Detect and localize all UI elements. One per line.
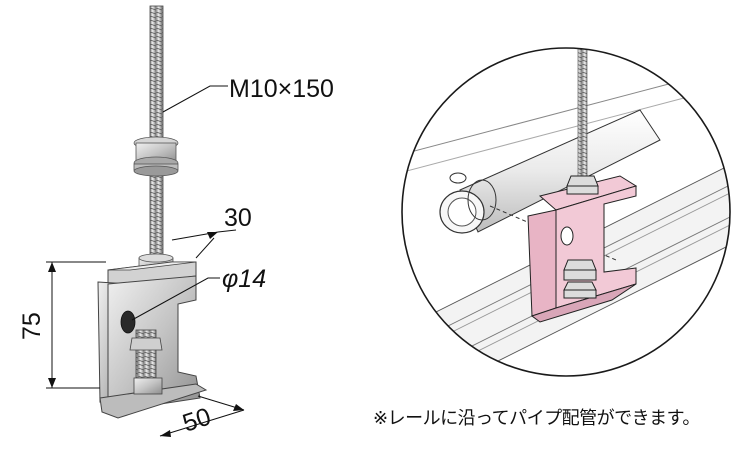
detail-view	[401, 47, 731, 377]
footnote: ※レールに沿ってパイプ配管ができます。	[373, 408, 700, 429]
threaded-rod	[149, 5, 164, 267]
bracket-hole	[120, 310, 136, 334]
pipe	[439, 109, 661, 234]
upper-nut-assembly	[133, 136, 179, 177]
detail-rod	[577, 48, 588, 181]
hanger-product	[97, 5, 208, 419]
height-label: 75	[18, 312, 46, 340]
clamp-bolt	[129, 329, 163, 395]
detail-circle-frame	[401, 47, 731, 377]
depth-label: 50	[179, 402, 214, 437]
dimension-arrows	[48, 232, 244, 437]
dimension-lines	[46, 85, 245, 437]
width-top-label: 30	[224, 204, 252, 232]
detail-nuts	[563, 175, 599, 299]
hole-dia-label: φ14	[222, 265, 266, 293]
rod-spec-label: M10×150	[229, 75, 334, 103]
